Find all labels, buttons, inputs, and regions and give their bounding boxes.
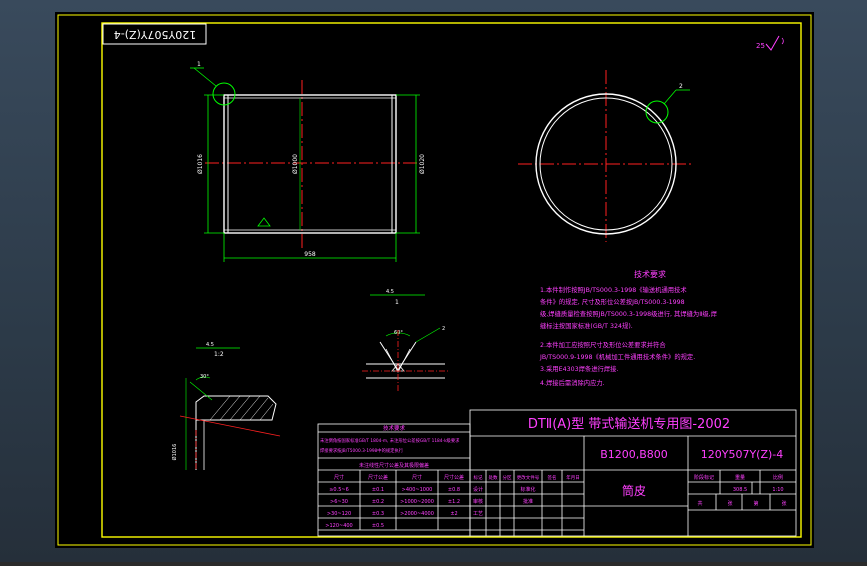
note-line-7: 3.采用E4303焊条进行焊接. — [540, 364, 618, 373]
tolerance-cell: >6~30 — [330, 499, 348, 505]
detail-edge: 4.5 1:2 30° Ø1016 — [171, 342, 281, 470]
tolerance-cell: ±0.3 — [372, 511, 384, 517]
tolerance-cell: ±0.1 — [372, 487, 384, 493]
tolerance-cell: ≥0.5~6 — [329, 487, 349, 493]
tolerance-table — [317, 423, 471, 537]
sheet-total-unit: 张 — [727, 500, 732, 507]
tolerance-cell: >30~120 — [327, 511, 351, 517]
roughness-mark: 25 — [756, 35, 784, 51]
rotated-code: 120Y507Y(Z)-4 — [114, 28, 197, 41]
title-block — [469, 409, 797, 537]
detail-b-dim: 4.5 — [206, 342, 214, 348]
cylinder-end-view: 2 — [518, 70, 694, 242]
tolerance-cell: ±0.2 — [372, 499, 384, 505]
detail-a-label: 1 — [395, 299, 399, 306]
detail-b-angle: 30° — [200, 374, 209, 380]
note-line-6: JB/TS000.9-1998《机械加工件通用技术条件》的规定. — [539, 352, 695, 361]
note-line-2: 条件》的规定, 尺寸及形位公差按JB/TS000.3-1998 — [540, 297, 685, 306]
role-review: 审核 — [473, 498, 483, 505]
stage-label: 阶段标记 — [694, 474, 714, 481]
roughness-value: 25 — [756, 42, 765, 50]
note-line-8: 4.焊接后需消除内应力. — [540, 378, 605, 387]
part-name: 筒皮 — [622, 483, 646, 498]
change-header-5: 签名 — [548, 474, 557, 481]
sheet-index-label: 第 — [753, 500, 758, 507]
change-header-3: 分区 — [503, 474, 512, 481]
tolerance-cell: ±1.2 — [448, 499, 460, 505]
change-header-6: 年月日 — [566, 474, 580, 481]
left-table-header: 技术要求 — [383, 424, 406, 432]
dim-center: Ø1000 — [292, 154, 299, 174]
tolerance-cell: ±2 — [450, 511, 457, 517]
weight-value: 308.5 — [733, 487, 747, 493]
dim-left: Ø1016 — [197, 154, 204, 174]
sheet-index-unit: 张 — [781, 500, 786, 507]
left-table-col-1: 尺寸 — [334, 474, 344, 481]
detail-c-dim: Ø1016 — [171, 444, 178, 461]
note-line-3: 级,焊缝质量检查按照JB/TS000.3-1998级进行, 其焊缝为Ⅱ级,焊 — [540, 309, 718, 318]
change-header-4: 更改文件号 — [517, 474, 540, 481]
dim-right: Ø1020 — [419, 154, 426, 174]
role-standard: 标准化 — [520, 486, 535, 493]
tolerance-cell: >400~1000 — [402, 487, 433, 493]
scale-label: 比例 — [773, 474, 783, 481]
detail-weld-prep: 4.5 1 60° 2 — [362, 289, 450, 392]
outer-frame — [57, 14, 812, 546]
change-header-2: 处数 — [489, 474, 498, 481]
dim-bottom: 958 — [304, 251, 316, 258]
inner-frame — [101, 22, 802, 538]
callout-2: 2 — [679, 83, 683, 90]
weld-angle: 60° — [394, 330, 403, 336]
detail-circle-2 — [645, 100, 669, 124]
scale-value: 1:10 — [772, 487, 783, 493]
v-groove — [379, 341, 417, 371]
roughness-symbol-icon — [765, 35, 780, 51]
tolerance-cell: >2000~4000 — [400, 511, 434, 517]
left-table-row1: 未注倒角按国家标准GB/T 1804-m, 未注形位公差按GB/T 1184-k… — [320, 437, 460, 444]
detail-circle-1 — [212, 82, 236, 106]
tolerance-cell: ±0.8 — [448, 487, 460, 493]
tolerance-cell: >1000~2000 — [400, 499, 434, 505]
tolerance-cell: >120~400 — [325, 523, 352, 529]
role-process: 工艺 — [473, 511, 483, 517]
note-line-1: 1.本件制作按照JB/TS000.3-1998《输送机通用技术 — [540, 285, 687, 294]
technical-notes: 技术要求 1.本件制作按照JB/TS000.3-1998《输送机通用技术 条件》… — [539, 269, 718, 387]
note-line-5: 2.本件加工应按照尺寸及形位公差要求并符合 — [540, 340, 666, 349]
change-header-1: 标记 — [474, 474, 483, 481]
weld-gap: 2 — [442, 326, 445, 332]
cylinder-side-view: Ø1016 Ø1000 Ø1020 958 1 — [190, 61, 426, 262]
inner-circle — [539, 97, 673, 231]
left-table-row2: 焊接要求按JB/T5000.3-1998中的规定执行 — [320, 447, 404, 454]
rotated-code-box: 120Y507Y(Z)-4 — [102, 23, 207, 45]
tolerance-cell: ±0.5 — [372, 523, 384, 529]
section-leader — [179, 415, 281, 437]
notes-title: 技术要求 — [634, 269, 666, 279]
drawing-number: 120Y507Y(Z)-4 — [701, 448, 784, 461]
sheet-total-label: 共 — [697, 500, 702, 507]
weight-label: 重量 — [735, 474, 745, 481]
drawing-sheet — [55, 12, 814, 548]
detail-b-label: 1:2 — [214, 351, 224, 358]
left-table-col-3: 尺寸 — [412, 474, 422, 481]
detail-a-dim: 4.5 — [386, 289, 394, 295]
left-table-col-2: 尺寸公差 — [368, 474, 388, 481]
left-table-subheader: 未注线性尺寸公差及其极限偏差 — [359, 462, 429, 469]
tolerance-table-text: 技术要求 未注倒角按国家标准GB/T 1804-m, 未注形位公差按GB/T 1… — [320, 424, 464, 529]
title-block-text: DTⅡ(A)型 带式输送机专用图-2002 B1200,B800 120Y507… — [473, 416, 787, 517]
title-block-spec: B1200,B800 — [600, 448, 668, 461]
cylinder-outline — [223, 94, 397, 234]
role-approve: 批准 — [523, 498, 533, 505]
callout-1: 1 — [197, 61, 201, 68]
title-block-title: DTⅡ(A)型 带式输送机专用图-2002 — [528, 416, 730, 432]
weld-symbol-icon — [257, 217, 271, 227]
note-line-4: 缝标注按国家标准(GB/T 324规). — [540, 321, 633, 330]
outer-circle — [535, 93, 677, 235]
left-table-col-4: 尺寸公差 — [444, 474, 464, 481]
role-design: 设计 — [473, 486, 483, 493]
